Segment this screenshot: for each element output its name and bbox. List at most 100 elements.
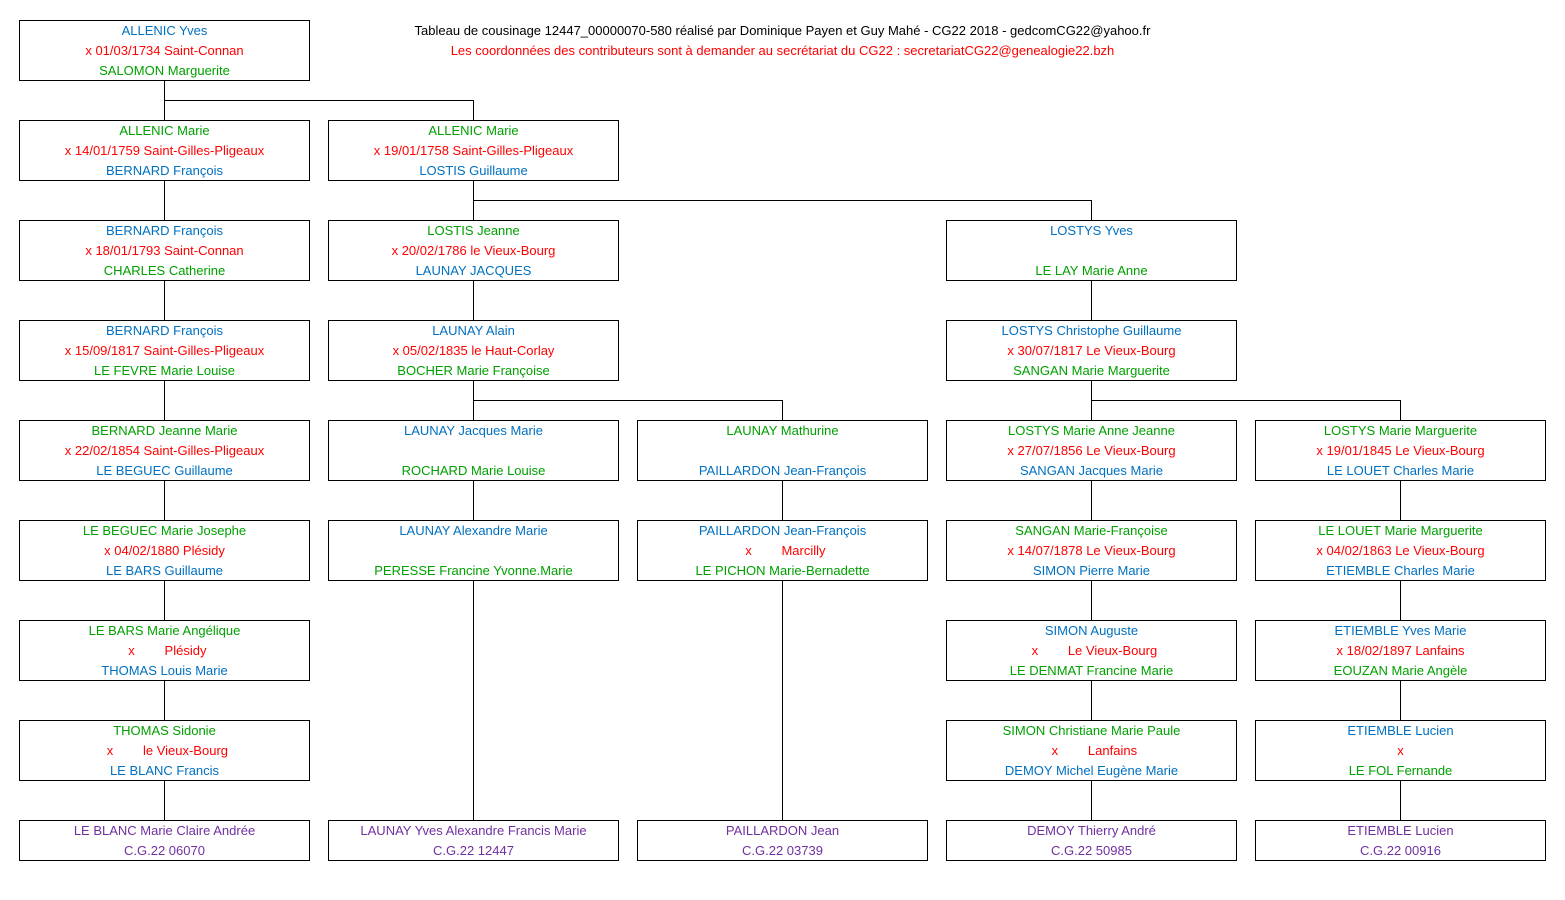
couple-box: LAUNAY Jacques Marie ROCHARD Marie Louis… [328, 420, 619, 481]
spouse-name: LAUNAY JACQUES [415, 263, 532, 278]
couple-box: ETIEMBLE Yves Marie x 18/02/1897 Lanfain… [1255, 620, 1546, 681]
spouse-name: LE BEGUEC Guillaume [96, 463, 233, 478]
contributor-name: LAUNAY Yves Alexandre Francis Marie [360, 823, 587, 838]
person-name: LOSTYS Marie Anne Jeanne [1008, 423, 1175, 438]
marriage-info: x 19/01/1758 Saint-Gilles-Pligeaux [373, 143, 574, 158]
contributor-box: DEMOY Thierry André C.G.22 50985 [946, 820, 1237, 861]
marriage-info: x Marcilly [638, 541, 927, 561]
spouse-name: PERESSE Francine Yvonne.Marie [374, 563, 573, 578]
marriage-mark: x [1397, 743, 1404, 758]
person-name: LE LOUET Marie Marguerite [1318, 523, 1483, 538]
couple-box: LOSTYS Marie Marguerite x 19/01/1845 Le … [1255, 420, 1546, 481]
couple-box: PAILLARDON Jean-François x Marcilly LE PI… [637, 520, 928, 581]
marriage-place: Le Vieux-Bourg [1067, 643, 1158, 658]
spouse-name: ROCHARD Marie Louise [401, 463, 546, 478]
person-name: LAUNAY Alain [432, 323, 515, 338]
marriage-info: x [1256, 741, 1545, 761]
couple-box: LOSTYS Marie Anne Jeanne x 27/07/1856 Le… [946, 420, 1237, 481]
contributor-name: DEMOY Thierry André [1027, 823, 1156, 838]
couple-box: LOSTYS Christophe Guillaume x 30/07/1817… [946, 320, 1237, 381]
contact-notice: Les coordonnées des contributeurs sont à… [450, 43, 1115, 58]
person-name: LAUNAY Mathurine [726, 423, 839, 438]
person-name: PAILLARDON Jean-François [698, 523, 867, 538]
person-name: BERNARD François [105, 323, 224, 338]
spouse-name: SIMON Pierre Marie [1032, 563, 1151, 578]
spouse-name: LE PICHON Marie-Bernadette [695, 563, 870, 578]
marriage-info: x 20/02/1786 le Vieux-Bourg [391, 243, 556, 258]
marriage-place: Marcilly [781, 543, 826, 558]
contributor-name: ETIEMBLE Lucien [1347, 823, 1454, 838]
couple-box: ALLENIC Marie x 19/01/1758 Saint-Gilles-… [328, 120, 619, 181]
couple-box: LAUNAY Mathurine PAILLARDON Jean-Françoi… [637, 420, 928, 481]
spouse-name: LE BLANC Francis [109, 763, 220, 778]
couple-box: LAUNAY Alexandre Marie PERESSE Francine … [328, 520, 619, 581]
spouse-name: CHARLES Catherine [103, 263, 226, 278]
contributor-box: PAILLARDON Jean C.G.22 03739 [637, 820, 928, 861]
contributor-code: C.G.22 50985 [1051, 843, 1132, 858]
spouse-name: DEMOY Michel Eugène Marie [1004, 763, 1179, 778]
spouse-name: LE LAY Marie Anne [1035, 263, 1148, 278]
marriage-info: x 18/01/1793 Saint-Connan [85, 243, 244, 258]
root-couple-box: ALLENIC Yves x 01/03/1734 Saint-Connan S… [19, 20, 310, 81]
spouse-name: LE BARS Guillaume [105, 563, 224, 578]
spouse-name: SANGAN Marie Marguerite [1013, 363, 1170, 378]
couple-box: SANGAN Marie-Françoise x 14/07/1878 Le V… [946, 520, 1237, 581]
marriage-info: x 18/02/1897 Lanfains [1336, 643, 1465, 658]
marriage-info: x 15/09/1817 Saint-Gilles-Pligeaux [64, 343, 265, 358]
person-name: BERNARD Jeanne Marie [91, 423, 238, 438]
marriage-place: le Vieux-Bourg [142, 743, 229, 758]
couple-box: BERNARD Jeanne Marie x 22/02/1854 Saint-… [19, 420, 310, 481]
contributor-box: LE BLANC Marie Claire Andrée C.G.22 0607… [19, 820, 310, 861]
couple-box: LE LOUET Marie Marguerite x 04/02/1863 L… [1255, 520, 1546, 581]
spouse-name: ETIEMBLE Charles Marie [1326, 563, 1475, 578]
spouse-name: LOSTIS Guillaume [419, 163, 528, 178]
person-name: SANGAN Marie-Françoise [1015, 523, 1168, 538]
spouse-name: THOMAS Louis Marie [101, 663, 228, 678]
person-name: ETIEMBLE Yves Marie [1334, 623, 1467, 638]
marriage-info: x 04/02/1863 Le Vieux-Bourg [1316, 543, 1485, 558]
spouse-name: LE DENMAT Francine Marie [1009, 663, 1174, 678]
person-name: ALLENIC Marie [428, 123, 519, 138]
contributor-name: LE BLANC Marie Claire Andrée [73, 823, 256, 838]
couple-box: SIMON Auguste x Le Vieux-Bourg LE DENMAT … [946, 620, 1237, 681]
spouse-name: BOCHER Marie Françoise [397, 363, 550, 378]
person-name: SIMON Auguste [1044, 623, 1139, 638]
spouse-name: BERNARD François [105, 163, 224, 178]
spouse-name: PAILLARDON Jean-François [698, 463, 867, 478]
marriage-info: x 22/02/1854 Saint-Gilles-Pligeaux [64, 443, 265, 458]
marriage-info: x Le Vieux-Bourg [947, 641, 1236, 661]
couple-box: LOSTYS Yves LE LAY Marie Anne [946, 220, 1237, 281]
person-name: ALLENIC Yves [121, 23, 208, 38]
contributor-code: C.G.22 06070 [124, 843, 205, 858]
person-name: LOSTYS Marie Marguerite [1323, 423, 1478, 438]
person-name: ALLENIC Marie [119, 123, 210, 138]
person-name: LAUNAY Jacques Marie [404, 423, 543, 438]
spouse-name: SANGAN Jacques Marie [1019, 463, 1164, 478]
person-name: LOSTIS Jeanne [427, 223, 520, 238]
marriage-info [947, 241, 1236, 261]
marriage-info: x 04/02/1880 Plésidy [104, 543, 225, 558]
person-name: LOSTYS Yves [1050, 223, 1133, 238]
contributor-code: C.G.22 12447 [433, 843, 514, 858]
person-name: LE BEGUEC Marie Josephe [82, 523, 247, 538]
spouse-name: LE FOL Fernande [1348, 763, 1453, 778]
marriage-info: x 01/03/1734 Saint-Connan [85, 43, 244, 58]
marriage-mark: x [1031, 643, 1039, 658]
person-name: BERNARD François [105, 223, 224, 238]
chart-title: Tableau de cousinage 12447_00000070-580 … [414, 23, 1151, 38]
marriage-place: Plésidy [164, 643, 207, 658]
couple-box: ETIEMBLE Lucien x LE FOL Fernande [1255, 720, 1546, 781]
person-name: SIMON Christiane Marie Paule [1002, 723, 1181, 738]
marriage-info [329, 441, 618, 461]
spouse-name: LE FEVRE Marie Louise [94, 363, 235, 378]
contributor-name: PAILLARDON Jean [725, 823, 840, 838]
marriage-mark: x [745, 543, 752, 558]
person-name: LE BARS Marie Angélique [88, 623, 241, 638]
marriage-info: x 27/07/1856 Le Vieux-Bourg [1007, 443, 1176, 458]
contributor-box: LAUNAY Yves Alexandre Francis Marie C.G.… [328, 820, 619, 861]
